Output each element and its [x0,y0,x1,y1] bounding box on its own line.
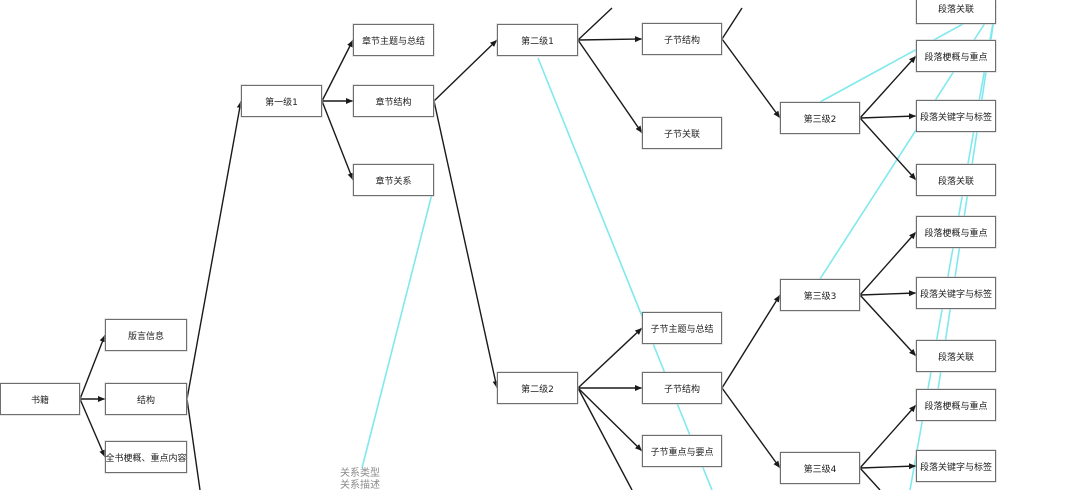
hierarchy-edge [186,398,201,490]
hierarchy-edge [577,387,643,452]
node-subsection-key-points[interactable]: 子节重点与要点 [642,435,722,467]
node-label: 第二级1 [521,36,554,47]
node-chapter-structure[interactable]: 章节结构 [353,85,434,117]
relation-line [537,57,713,490]
node-paragraph-keywords[interactable]: 段落关键字与标签 [916,277,996,309]
node-structure[interactable]: 结构 [105,383,187,415]
node-label: 段落关联 [937,352,974,363]
hierarchy-edge [577,387,633,490]
hierarchy-edge [721,7,743,40]
hierarchy-edge [577,39,643,134]
node-label: 段落关联 [937,176,974,187]
node-chapter-theme[interactable]: 章节主题与总结 [353,24,434,56]
node-label: 版言信息 [127,331,164,342]
node-paragraph-summary[interactable]: 段落梗概与重点 [916,40,996,72]
node-label: 全书梗概、重点内容 [105,453,187,464]
hierarchy-edge [859,290,917,297]
hierarchy-edge [721,294,781,389]
node-subsection-theme[interactable]: 子节主题与总结 [642,312,722,344]
node-label: 第二级2 [521,384,554,395]
node-level1[interactable]: 第一级1 [241,85,322,117]
node-paragraph-relation[interactable]: 段落关联 [916,0,996,24]
node-label: 结构 [136,395,155,406]
hierarchy-edge [186,100,243,400]
node-paragraph-relation[interactable]: 段落关联 [916,164,996,196]
node-label: 第三级2 [803,114,837,125]
node-level2-2[interactable]: 第二级2 [497,372,578,404]
node-label: 段落关键字与标签 [919,289,992,300]
relation-label: 关系类型 关系描述 [340,468,380,492]
hierarchy-edge [321,100,354,181]
relation-description-text: 关系描述 [340,480,380,491]
node-label: 段落梗概与重点 [924,52,988,63]
node-paragraph-keywords[interactable]: 段落关键字与标签 [916,450,996,482]
hierarchy-edge [79,334,106,400]
node-label: 章节结构 [375,97,412,108]
node-label: 章节关系 [375,176,412,187]
hierarchy-edge [321,39,354,102]
node-label: 书籍 [30,395,49,406]
node-label: 子节关联 [663,129,700,140]
hierarchy-edge [577,327,643,389]
node-subsection-structure[interactable]: 子节结构 [642,23,722,55]
node-level3-3[interactable]: 第三级3 [780,279,860,311]
node-label: 子节结构 [663,35,700,46]
node-book[interactable]: 书籍 [0,383,80,415]
hierarchy-edge [577,36,643,43]
hierarchy-edge [721,38,781,119]
node-label: 段落关键字与标签 [919,462,992,473]
hierarchy-edge [79,398,106,458]
relation-line [361,185,435,469]
hierarchy-edge [721,387,781,469]
node-paragraph-keywords[interactable]: 段落关键字与标签 [916,100,996,132]
relation-type-text: 关系类型 [340,468,380,479]
hierarchy-edge [859,463,917,470]
hierarchy-edge [577,7,613,41]
hierarchy-edge [859,294,917,357]
node-level2-1[interactable]: 第二级1 [497,24,578,56]
node-label: 子节结构 [663,384,700,395]
node-level3-4[interactable]: 第三级4 [780,452,860,484]
hierarchy-edge [433,100,499,389]
hierarchy-edge [859,117,917,181]
node-label: 第三级3 [803,291,837,302]
node-label: 段落关键字与标签 [919,112,992,123]
hierarchy-edge [859,113,917,120]
node-label: 第一级1 [265,97,298,108]
node-label: 段落梗概与重点 [924,401,988,412]
node-copyright[interactable]: 版言信息 [105,319,187,351]
node-subsection-relation[interactable]: 子节关联 [642,117,722,149]
node-label: 子节重点与要点 [650,447,714,458]
hierarchy-edge [859,55,917,119]
hierarchy-edges [79,7,917,490]
node-paragraph-summary[interactable]: 段落梗概与重点 [916,389,996,421]
node-chapter-relation[interactable]: 章节关系 [353,164,434,196]
node-label: 段落梗概与重点 [924,228,988,239]
node-label: 章节主题与总结 [361,36,425,47]
hierarchy-edge [859,231,917,296]
node-book-summary[interactable]: 全书梗概、重点内容 [105,441,187,473]
node-paragraph-relation[interactable]: 段落关联 [916,340,996,372]
node-subsection-structure[interactable]: 子节结构 [642,372,722,404]
hierarchy-edge [433,39,498,102]
node-label: 段落关联 [937,4,974,15]
node-label: 第三级4 [803,464,837,475]
node-paragraph-summary[interactable]: 段落梗概与重点 [916,216,996,248]
node-level3-2[interactable]: 第三级2 [780,102,860,134]
node-label: 子节主题与总结 [650,324,714,335]
hierarchy-edge [859,467,881,490]
hierarchy-edge [859,404,917,469]
